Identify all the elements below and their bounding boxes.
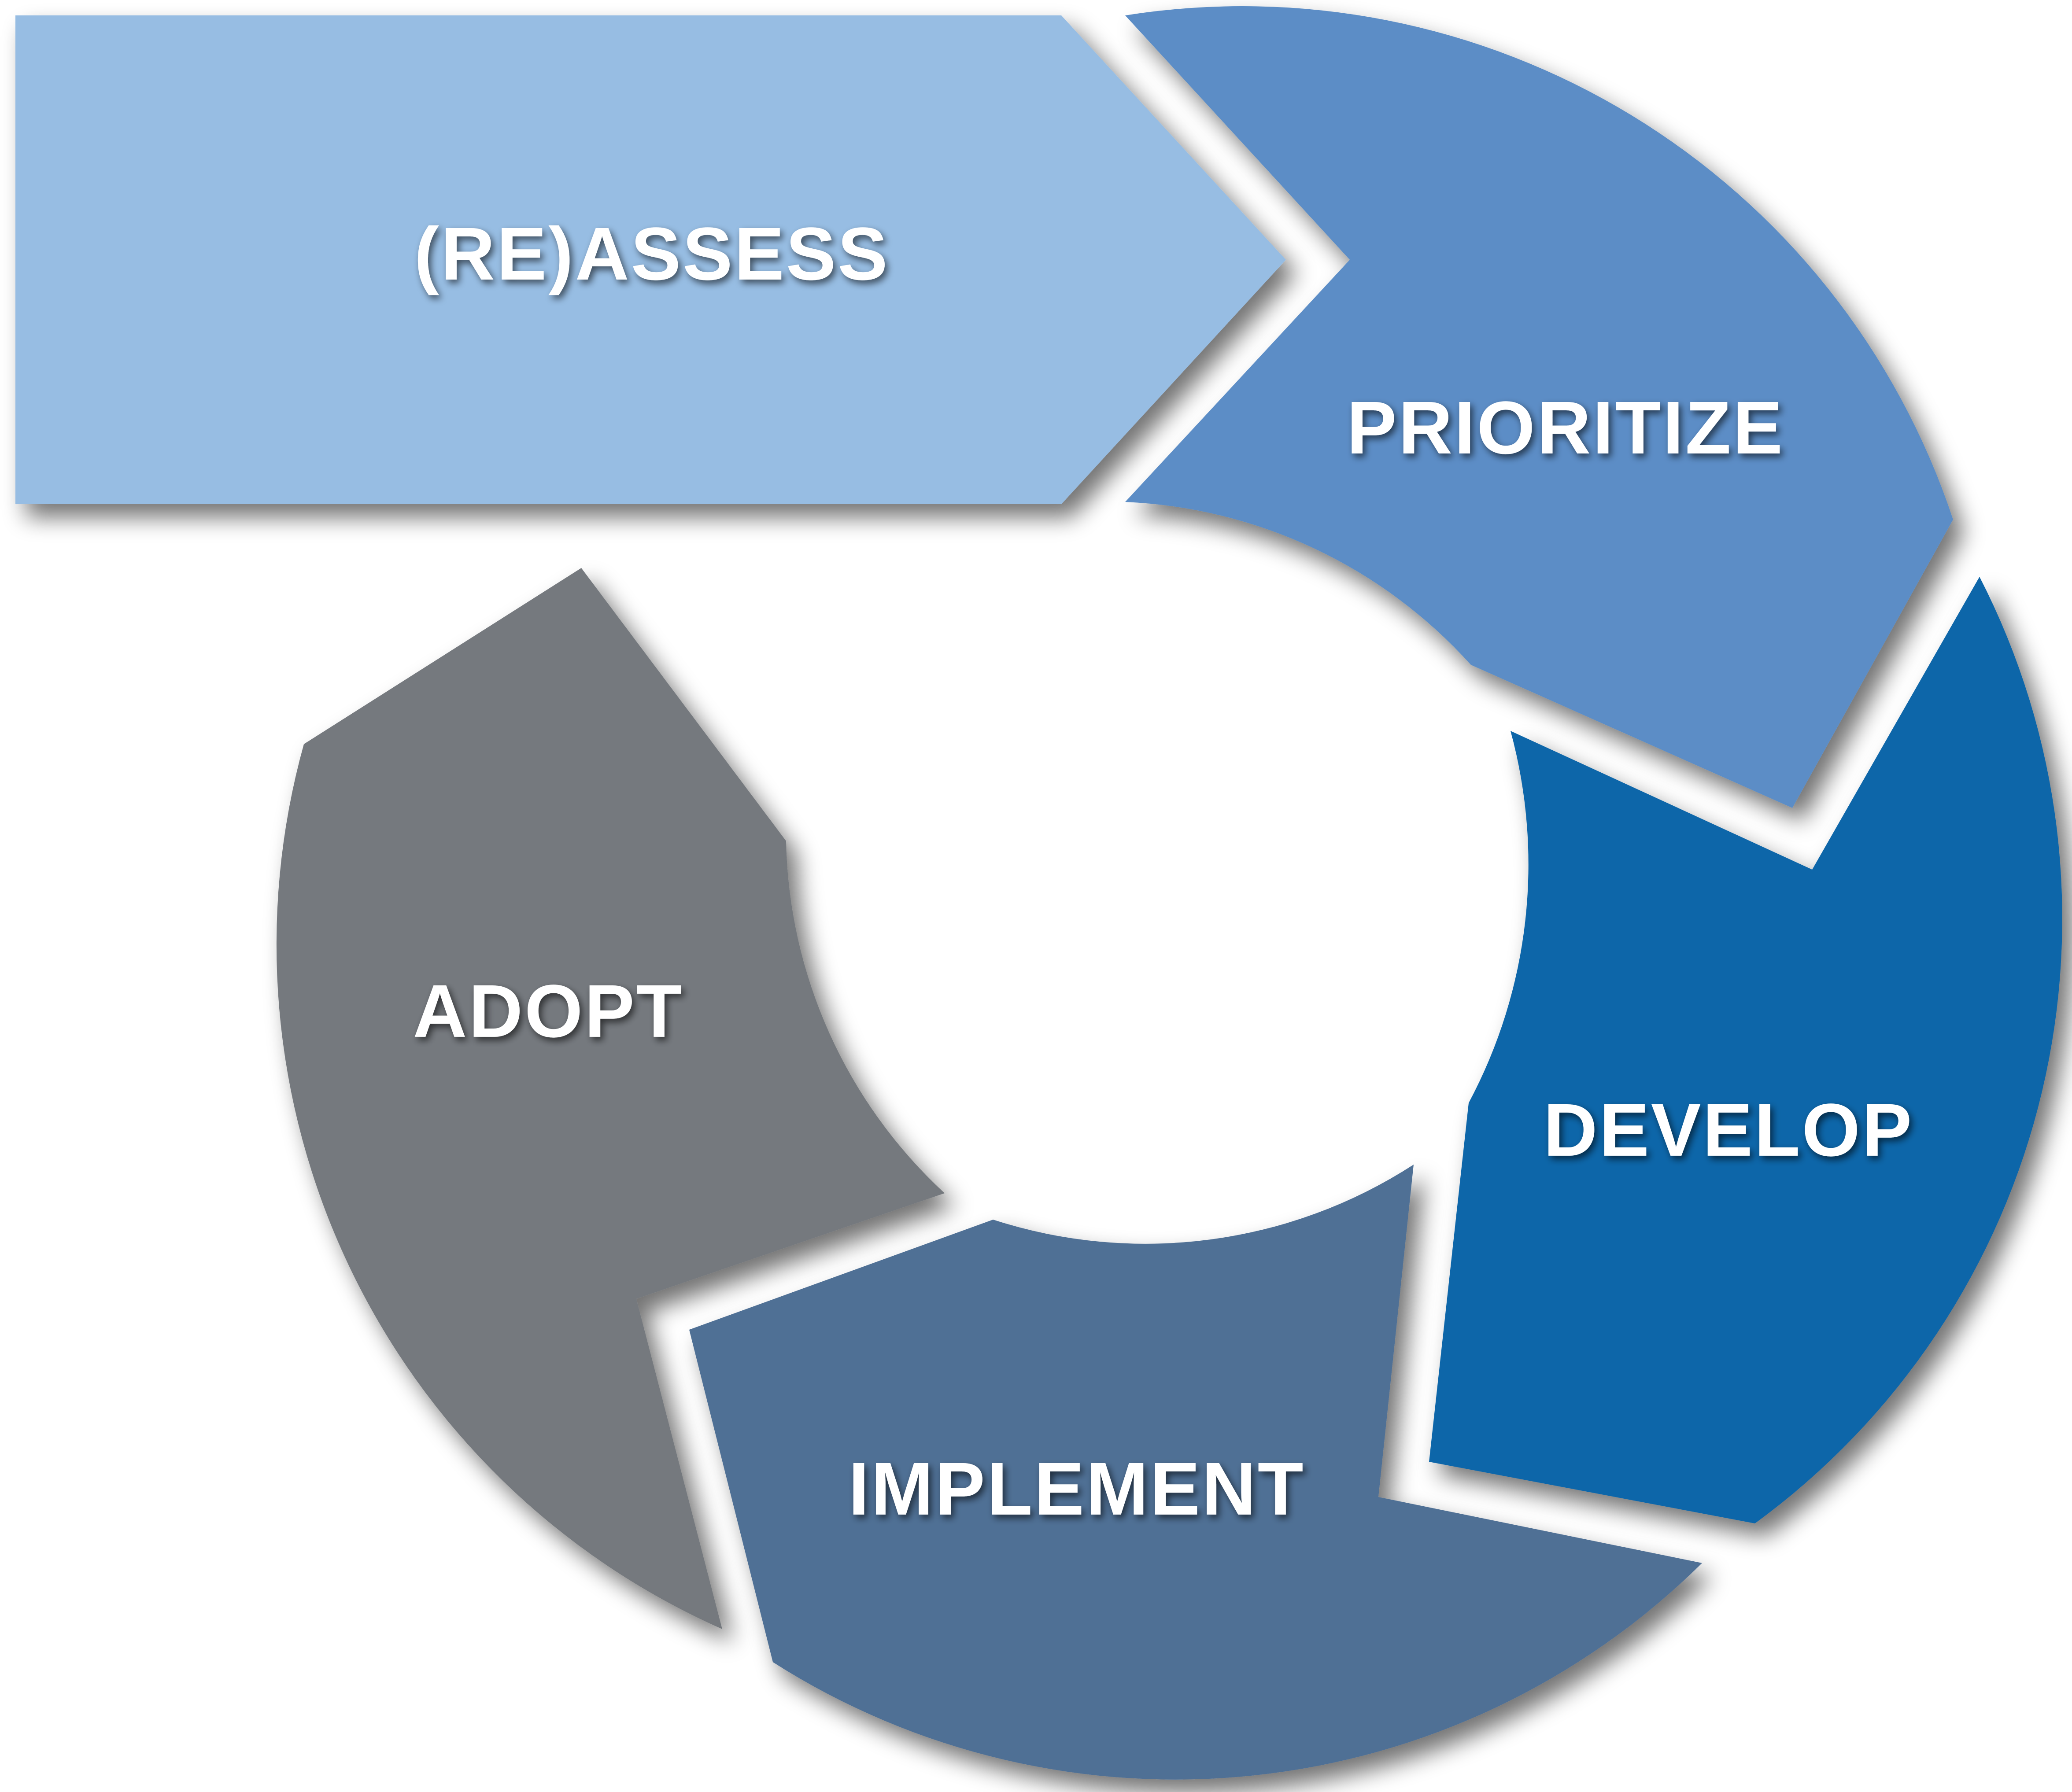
stage-reassess-label: (RE)ASSESS [414, 212, 889, 296]
stage-implement-label: IMPLEMENT [848, 1447, 1305, 1531]
stage-prioritize-label: PRIORITIZE [1347, 386, 1784, 470]
stage-adopt-shape [276, 568, 945, 1629]
stage-develop-label: DEVELOP [1544, 1088, 1913, 1172]
stage-develop: DEVELOP [1429, 577, 2062, 1523]
stage-adopt: ADOPT [276, 568, 945, 1629]
stage-adopt-label: ADOPT [413, 970, 684, 1053]
stage-develop-shape [1429, 577, 2062, 1523]
stage-reassess: (RE)ASSESS [15, 15, 1286, 504]
stage-implement: IMPLEMENT [689, 1165, 1702, 1780]
stage-reassess-shape [15, 15, 1286, 504]
stage-prioritize: PRIORITIZE [1125, 6, 1953, 808]
stage-prioritize-shape [1125, 6, 1953, 808]
stage-implement-shape [689, 1165, 1702, 1780]
